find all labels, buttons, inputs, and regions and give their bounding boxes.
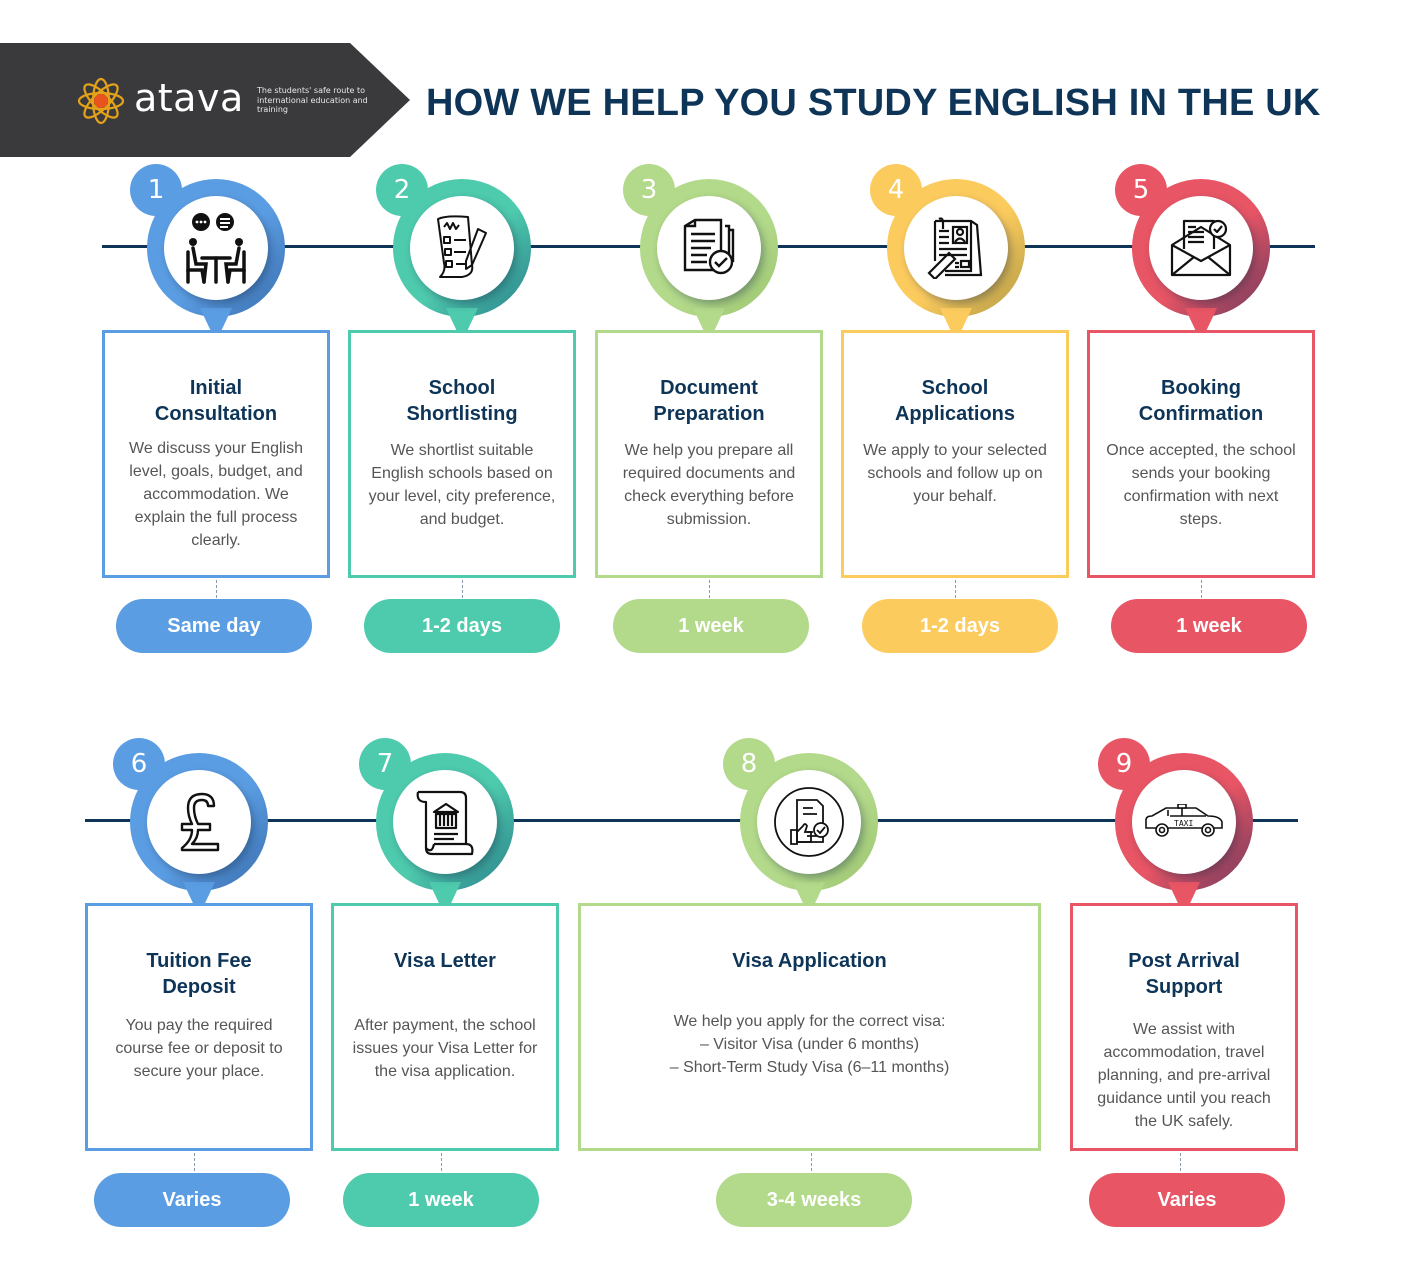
duration-badge: Same day <box>116 599 312 653</box>
card-pill-connector <box>194 1153 195 1171</box>
duration-badge: 1 week <box>1111 599 1307 653</box>
step-description: We assist with accommodation, travel pla… <box>1097 1021 1271 1130</box>
duration-badge: 1-2 days <box>862 599 1058 653</box>
visa-approval-icon <box>773 786 845 858</box>
checklist-scroll-icon <box>432 215 492 281</box>
duration-badge: 1 week <box>343 1173 539 1227</box>
duration-badge: 3-4 weeks <box>716 1173 912 1227</box>
pin-icon-holder <box>1149 196 1253 300</box>
step-8-card: Visa Application We help you apply for t… <box>578 903 1041 1151</box>
step-number-badge: 2 <box>376 164 428 216</box>
step-number-badge: 6 <box>113 738 165 790</box>
step-number-badge: 1 <box>130 164 182 216</box>
step-6-pin: 6 <box>113 738 269 922</box>
step-1-pin: 1 <box>130 164 286 348</box>
step-4-pin: 4 <box>870 164 1026 348</box>
taxi-icon: TAXI <box>1144 804 1224 840</box>
step-4-card: School Applications We apply to your sel… <box>841 330 1069 578</box>
step-number-badge: 4 <box>870 164 922 216</box>
card-pill-connector <box>462 580 463 598</box>
step-title: Booking Confirmation <box>1138 377 1264 425</box>
step-9-card: Post Arrival Support We assist with acco… <box>1070 903 1298 1151</box>
pin-icon-holder <box>657 196 761 300</box>
step-description: We help you prepare all required documen… <box>622 442 796 528</box>
official-letter-icon <box>414 788 476 856</box>
atava-logo-icon <box>77 77 125 125</box>
card-pill-connector <box>811 1153 812 1171</box>
banner-arrow-shape <box>0 43 410 157</box>
step-title: Tuition Fee Deposit <box>146 950 252 998</box>
page-title: HOW WE HELP YOU STUDY ENGLISH IN THE UK <box>426 82 1321 124</box>
document-check-icon <box>681 218 737 278</box>
step-5-card: Booking Confirmation Once accepted, the … <box>1087 330 1315 578</box>
step-1-card: Initial Consultation We discuss your Eng… <box>102 330 330 578</box>
svg-text:TAXI: TAXI <box>1174 819 1193 828</box>
brand-banner <box>0 43 410 157</box>
step-8-pin: 8 <box>723 738 879 922</box>
card-pill-connector <box>1180 1153 1181 1171</box>
brand-tagline: The students' safe route to internationa… <box>257 86 368 114</box>
step-title: Post Arrival Support <box>1128 950 1240 998</box>
brand-name: atava <box>134 76 244 120</box>
pound-sign-icon <box>174 790 224 854</box>
step-7-card: Visa Letter After payment, the school is… <box>331 903 559 1151</box>
card-pill-connector <box>1201 580 1202 598</box>
step-number-badge: 8 <box>723 738 775 790</box>
duration-badge: 1-2 days <box>364 599 560 653</box>
step-description: We shortlist suitable English schools ba… <box>368 442 556 528</box>
pin-icon-holder <box>147 770 251 874</box>
pin-icon-holder <box>164 196 268 300</box>
pin-icon-holder <box>757 770 861 874</box>
pin-icon-holder <box>410 196 514 300</box>
card-pill-connector <box>216 580 217 598</box>
step-description: After payment, the school issues your Vi… <box>352 1017 538 1080</box>
consultation-meeting-icon <box>184 212 248 284</box>
step-title: School Applications <box>894 377 1015 425</box>
step-5-pin: 5 <box>1115 164 1271 348</box>
step-number-badge: 9 <box>1098 738 1150 790</box>
step-description: Once accepted, the school sends your boo… <box>1106 442 1296 528</box>
step-2-card: School Shortlisting We shortlist suitabl… <box>348 330 576 578</box>
duration-badge: 1 week <box>613 599 809 653</box>
card-pill-connector <box>955 580 956 598</box>
step-9-pin: TAXI 9 <box>1098 738 1254 922</box>
step-7-pin: 7 <box>359 738 515 922</box>
pin-icon-holder <box>904 196 1008 300</box>
envelope-confirmation-icon <box>1170 219 1232 277</box>
step-description: We discuss your English level, goals, bu… <box>129 440 303 549</box>
step-title: Initial Consultation <box>154 377 278 425</box>
duration-badge: Varies <box>1089 1173 1285 1227</box>
application-form-icon <box>925 217 987 279</box>
duration-badge: Varies <box>94 1173 290 1227</box>
timeline-line-row-2 <box>85 819 1298 822</box>
step-title: School Shortlisting <box>406 377 518 425</box>
step-description: We help you apply for the correct visa: … <box>669 1013 950 1076</box>
pin-icon-holder: TAXI <box>1132 770 1236 874</box>
step-title: Visa Letter <box>394 950 496 972</box>
step-2-pin: 2 <box>376 164 532 348</box>
step-number-badge: 5 <box>1115 164 1167 216</box>
pin-icon-holder <box>393 770 497 874</box>
step-title: Visa Application <box>732 950 887 972</box>
card-pill-connector <box>709 580 710 598</box>
step-number-badge: 3 <box>623 164 675 216</box>
step-title: Document Preparation <box>653 377 765 425</box>
step-3-card: Document Preparation We help you prepare… <box>595 330 823 578</box>
step-3-pin: 3 <box>623 164 779 348</box>
step-6-card: Tuition Fee Deposit You pay the required… <box>85 903 313 1151</box>
step-number-badge: 7 <box>359 738 411 790</box>
step-description: You pay the required course fee or depos… <box>115 1017 283 1080</box>
card-pill-connector <box>441 1153 442 1171</box>
step-description: We apply to your selected schools and fo… <box>863 442 1047 505</box>
